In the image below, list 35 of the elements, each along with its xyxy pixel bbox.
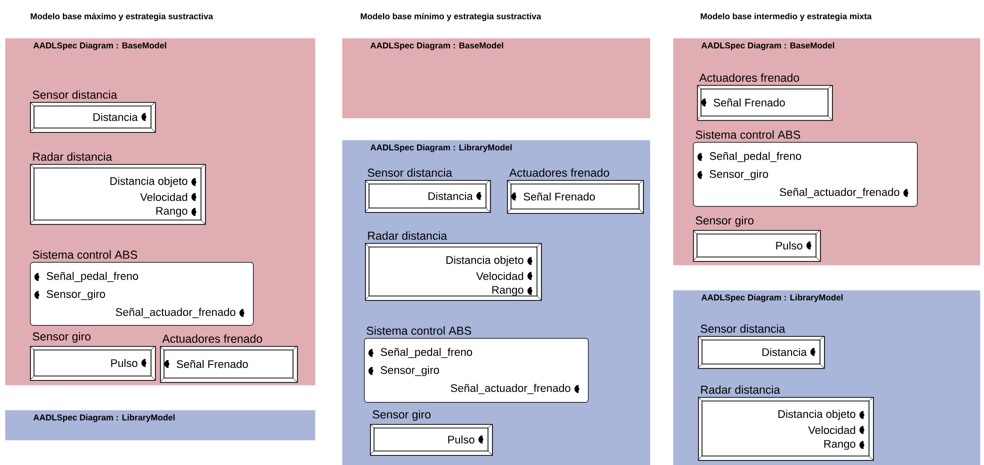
component-label: Sistema control ABS — [366, 326, 472, 335]
device-box: Pulso — [30, 346, 156, 381]
component-label: Sensor distancia — [32, 90, 118, 99]
device-box: Distancia — [364, 180, 491, 213]
component-label: Radar distancia — [33, 152, 112, 161]
component-label: Actuadores frenado — [162, 334, 262, 343]
component-label: Radar distancia — [701, 385, 780, 394]
device-box: Distancia — [698, 336, 825, 369]
device-box: Señal Frenado — [696, 84, 833, 121]
device-box: Distancia objeto Velocidad Rango — [30, 164, 206, 225]
component-label: Actuadores frenado — [509, 168, 610, 177]
system-box: Señal_pedal_freno Sensor_giro Señal_actuador_frenado — [693, 142, 918, 207]
device-box: Pulso — [692, 230, 821, 262]
system-box: Señal_pedal_freno Sensor_giro Señal_actuador_frenado — [364, 338, 589, 403]
device-box: Señal Frenado — [506, 180, 644, 214]
column-title: Modelo base intermedio y estrategia mixta — [700, 13, 872, 21]
component-label: Sistema control ABS — [32, 250, 138, 259]
device-box: Distancia objeto Velocidad Rango — [364, 242, 542, 301]
component-label: Sensor distancia — [700, 324, 786, 333]
component-label: Sensor giro — [32, 332, 91, 343]
system-box: Señal_pedal_freno Sensor_giro Señal_actuador_frenado — [30, 262, 254, 326]
component-label: Sistema control ABS — [696, 130, 800, 139]
device-box: Señal Frenado — [160, 346, 298, 383]
device-box: Distancia — [30, 102, 156, 133]
diagram-panel: AADLSpec Diagram : LibraryModel — [5, 410, 316, 440]
component-label: Sensor distancia — [368, 168, 452, 177]
device-box: Pulso — [370, 424, 493, 456]
column-title: Modelo base máximo y estrategia sustractiva — [30, 12, 214, 22]
column-title: Modelo base mínimo y estrategia sustractiva — [360, 12, 542, 22]
component-label: Actuadores frenado — [699, 73, 800, 82]
component-label: Sensor giro — [696, 216, 754, 227]
component-label: Radar distancia — [368, 231, 448, 240]
device-box: Distancia objeto Velocidad Rango — [698, 396, 874, 461]
diagram-panel: AADLSpec Diagram : BaseModel — [342, 38, 650, 118]
component-label: Sensor giro — [372, 410, 431, 421]
